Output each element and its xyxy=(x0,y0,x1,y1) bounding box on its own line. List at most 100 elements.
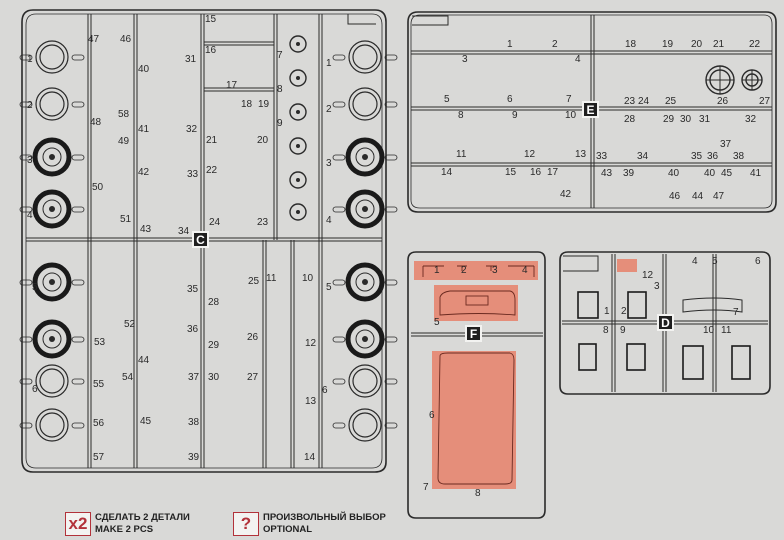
part-number-label: 13 xyxy=(305,396,317,407)
part-number-label: 14 xyxy=(441,167,453,178)
part-number-label: 16 xyxy=(530,167,542,178)
part-number-label: 10 xyxy=(703,325,715,336)
sprue-E-frame-inner xyxy=(410,14,773,209)
part-number-label: 29 xyxy=(663,114,675,125)
part-number-label: 1 xyxy=(604,306,610,317)
optional-icon: ? xyxy=(233,512,259,536)
part-number-label: 30 xyxy=(208,372,220,383)
part-number-label: 32 xyxy=(186,124,198,135)
part-number-label: 34 xyxy=(637,151,649,162)
window-part xyxy=(682,345,704,380)
part-number-label: 53 xyxy=(94,337,106,348)
part-number-label: 38 xyxy=(188,417,200,428)
hub-part xyxy=(289,137,307,155)
part-number-label: 8 xyxy=(277,84,283,95)
part-number-label: 19 xyxy=(258,99,270,110)
window-part xyxy=(731,345,751,380)
part-number-label: 5 xyxy=(434,317,440,328)
make-2-icon: x2 xyxy=(65,512,91,536)
part-number-label: 30 xyxy=(680,114,692,125)
part-number-label: 9 xyxy=(512,110,518,121)
part-number-label: 20 xyxy=(691,39,703,50)
window-part xyxy=(627,291,647,319)
part-number-label: 7 xyxy=(277,50,283,61)
svg-text:C: C xyxy=(196,233,205,247)
part-number-label: 50 xyxy=(92,182,104,193)
make-2-symbol: x2 xyxy=(68,514,88,533)
part-number-label: 9 xyxy=(620,325,626,336)
F-part-1-4-outlines xyxy=(422,265,535,277)
wheel-rim-part xyxy=(332,40,398,74)
part-number-label: 1 xyxy=(507,39,513,50)
part-number-label: 4 xyxy=(326,215,332,226)
part-number-label: 36 xyxy=(187,324,199,335)
part-number-label: 12 xyxy=(524,149,536,160)
part-number-label: 14 xyxy=(304,452,316,463)
part-number-label: 39 xyxy=(623,168,635,179)
part-number-label: 25 xyxy=(248,276,260,287)
window-part xyxy=(626,343,646,371)
wheel-rim-part xyxy=(332,364,398,398)
sprue-E-frame xyxy=(407,11,777,213)
part-number-label: 37 xyxy=(188,372,200,383)
legend-make-2: x2 СДЕЛАТЬ 2 ДЕТАЛИ MAKE 2 PCS xyxy=(65,512,190,536)
part-number-label: 35 xyxy=(691,151,703,162)
F-part-5-outline xyxy=(439,290,516,316)
part-number-label: 33 xyxy=(596,151,608,162)
part-number-label: 22 xyxy=(749,39,761,50)
part-number-label: 3 xyxy=(462,54,468,65)
part-number-label: 48 xyxy=(90,117,102,128)
part-number-label: 24 xyxy=(209,217,221,228)
make-2-line-en: MAKE 2 PCS xyxy=(95,524,154,535)
part-number-label: 8 xyxy=(603,325,609,336)
part-number-label: 12 xyxy=(305,338,317,349)
part-number-label: 46 xyxy=(669,191,681,202)
sprue-D-frame xyxy=(559,251,771,395)
part-number-label: 36 xyxy=(707,151,719,162)
part-number-label: 56 xyxy=(93,418,105,429)
wheel-rim-part xyxy=(332,408,398,442)
sprue-letter-E: E xyxy=(582,101,599,118)
highlights xyxy=(414,259,637,489)
part-number-label: 11 xyxy=(456,149,467,160)
wheel-tire-part xyxy=(332,137,398,177)
part-number-label: 21 xyxy=(713,39,725,50)
wheel-tire-part xyxy=(19,262,85,302)
optional-line-ru: ПРОИЗВОЛЬНЫЙ ВЫБОР xyxy=(263,512,386,523)
part-number-label: 3 xyxy=(27,155,33,166)
legend-optional: ? ПРОИЗВОЛЬНЫЙ ВЫБОР OPTIONAL xyxy=(233,512,386,536)
part-number-label: 2 xyxy=(621,306,627,317)
part-number-label: 42 xyxy=(560,189,572,200)
part-number-label: 5 xyxy=(712,256,718,267)
part-number-label: 27 xyxy=(247,372,259,383)
window-part xyxy=(578,343,597,371)
sprue-C-frame xyxy=(21,9,387,473)
wheel-rim-part xyxy=(19,408,85,442)
hub-part xyxy=(289,35,307,53)
sprue-frames xyxy=(21,9,777,519)
part-number-label: 57 xyxy=(93,452,105,463)
sprue-F-frame xyxy=(407,251,546,519)
part-number-label: 7 xyxy=(566,94,572,105)
part-number-label: 45 xyxy=(140,416,152,427)
part-number-label: 31 xyxy=(185,54,197,65)
part-number-label: 2 xyxy=(461,265,467,276)
optional-symbol: ? xyxy=(240,514,252,533)
part-number-label: 10 xyxy=(565,110,577,121)
part-number-label: 5 xyxy=(32,282,38,293)
part-number-label: 40 xyxy=(668,168,680,179)
sprue-letter-F: F xyxy=(465,325,482,342)
part-number-label: 8 xyxy=(458,110,464,121)
part-number-label: 18 xyxy=(625,39,637,50)
part-number-label: 17 xyxy=(547,167,559,178)
part-number-label: 12 xyxy=(642,270,654,281)
part-number-label: 7 xyxy=(733,307,739,318)
part-number-label: 4 xyxy=(575,54,581,65)
optional-line-en: OPTIONAL xyxy=(263,524,313,535)
part-number-label: 3 xyxy=(492,265,498,276)
part-number-label: 19 xyxy=(662,39,674,50)
part-number-label: 40 xyxy=(138,64,150,75)
part-number-label: 44 xyxy=(692,191,704,202)
